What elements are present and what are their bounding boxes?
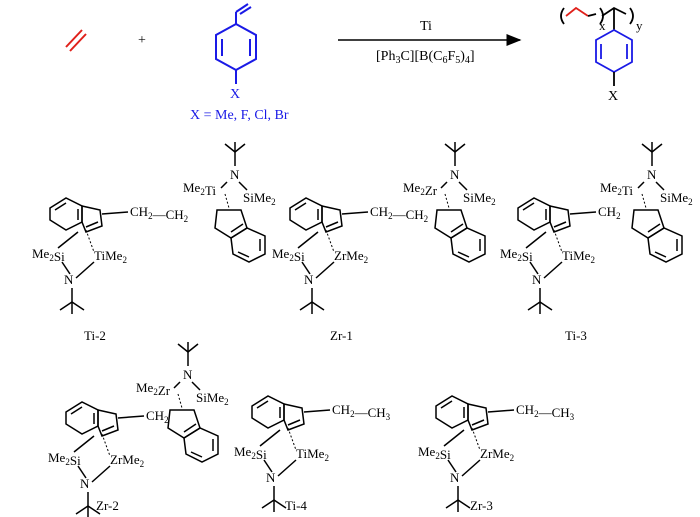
n-label: N <box>304 272 314 287</box>
n-label: N <box>532 272 542 287</box>
bridge-label: CH2 <box>146 408 169 425</box>
bridge-label: CH2—CH3 <box>516 402 575 422</box>
n-label: N <box>266 470 276 485</box>
n-label: N <box>450 167 460 182</box>
polymer-subscript-x: x <box>599 18 606 33</box>
substituent-options: X = Me, F, Cl, Br <box>190 108 289 123</box>
si-label: Me2Si <box>500 246 533 264</box>
complex-label: Ti-2 <box>84 328 106 343</box>
n-label: N <box>64 272 74 287</box>
metal-label: Me2Zr <box>136 380 171 398</box>
complex-label: Ti-4 <box>285 498 307 513</box>
si-label: SiMe2 <box>463 190 496 207</box>
metal-label: ZrMe2 <box>110 452 144 469</box>
si-label: Me2Si <box>48 450 81 468</box>
metal-label: TiMe2 <box>94 248 127 265</box>
n-label: N <box>230 167 240 182</box>
si-label: Me2Si <box>272 246 305 264</box>
metal-label: ZrMe2 <box>480 446 514 463</box>
ethylene-monomer <box>65 29 87 52</box>
n-label: N <box>183 367 193 382</box>
complex-label: Zr-3 <box>470 498 493 513</box>
plus-sign: + <box>138 33 146 48</box>
n-label: N <box>647 167 657 182</box>
catalyst-label: Ti <box>420 19 432 34</box>
si-label: Me2Si <box>418 444 451 462</box>
n-label: N <box>80 476 90 491</box>
metal-label: TiMe2 <box>562 248 595 265</box>
cocatalyst-label: [Ph3C][B(C6F5)4] <box>376 49 475 66</box>
metal-label: Me2Ti <box>600 180 633 198</box>
si-label: SiMe2 <box>196 390 229 407</box>
bridge-label: CH2—CH2 <box>130 204 188 224</box>
complex-label: Ti-3 <box>565 328 587 343</box>
si-label: SiMe2 <box>243 190 276 207</box>
metal-label: Me2Ti <box>183 180 216 198</box>
si-label: Me2Si <box>32 246 65 264</box>
styrene-substituent-label: X <box>230 87 240 102</box>
styrene-monomer <box>215 3 257 84</box>
metal-label: TiMe2 <box>296 446 329 463</box>
si-label: SiMe2 <box>660 190 693 207</box>
n-label: N <box>450 470 460 485</box>
bridge-label: CH2—CH3 <box>332 402 391 422</box>
copolymer-product <box>560 6 634 86</box>
metal-label: Me2Zr <box>403 180 438 198</box>
polymer-substituent-label: X <box>608 89 618 104</box>
bridge-label: CH2 <box>598 204 621 221</box>
metal-label: ZrMe2 <box>334 248 368 265</box>
bridge-label: CH2—CH2 <box>370 204 428 224</box>
complex-label: Zr-1 <box>330 328 353 343</box>
complex-label: Zr-2 <box>96 498 119 513</box>
polymer-subscript-y: y <box>636 18 643 33</box>
si-label: Me2Si <box>234 444 267 462</box>
